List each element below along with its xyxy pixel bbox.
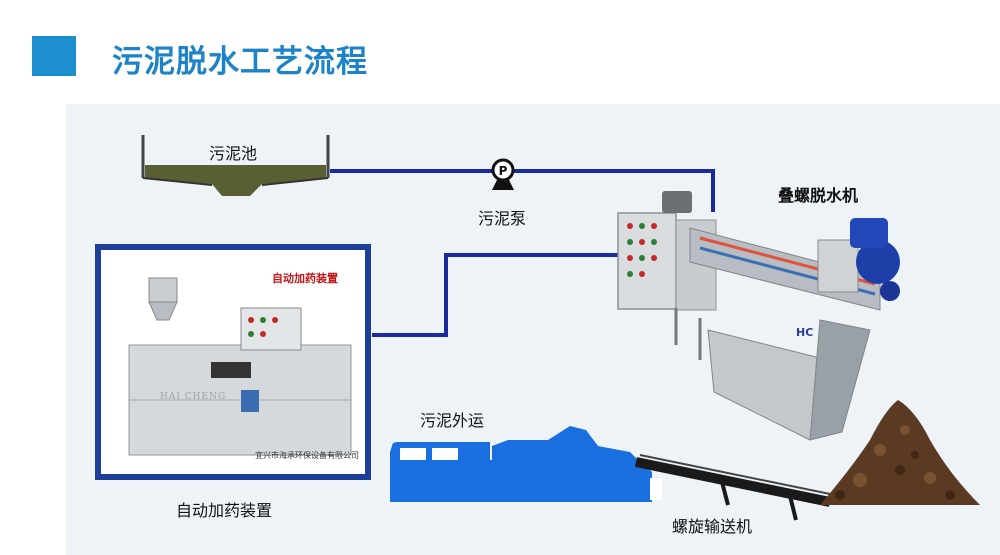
- dosing-pipe: [372, 253, 622, 337]
- header-accent-block: [32, 36, 76, 76]
- label-dewatering-machine: 叠螺脱水机: [778, 186, 859, 205]
- sludge-pump-icon: P: [491, 158, 515, 190]
- label-dosing-device: 自动加药装置: [176, 501, 273, 520]
- page-title: 污泥脱水工艺流程: [112, 44, 368, 80]
- sludge-tank: [141, 135, 330, 196]
- dosing-device-illustration: [128, 277, 352, 456]
- label-sludge-transport: 污泥外运: [420, 411, 485, 430]
- photo-caption-top: 自动加药装置: [272, 272, 338, 285]
- truck-silhouette: [390, 426, 662, 502]
- dosing-device-photo: [95, 244, 371, 480]
- svg-text:P: P: [499, 164, 508, 178]
- sludge-pile-icon: [820, 400, 980, 505]
- screw-press-machine: HC: [617, 191, 900, 441]
- photo-caption-bottom: 宜兴市海承环保设备有限公司: [255, 451, 359, 460]
- svg-text:HC: HC: [796, 326, 813, 339]
- photo-brand: HAI CHENG: [160, 392, 227, 402]
- screw-conveyor-icon: [634, 454, 836, 521]
- label-screw-conveyor: 螺旋输送机: [672, 517, 753, 536]
- label-sludge-pump: 污泥泵: [478, 209, 527, 228]
- label-sludge-tank: 污泥池: [209, 144, 258, 163]
- sludge-pipe: [330, 169, 715, 212]
